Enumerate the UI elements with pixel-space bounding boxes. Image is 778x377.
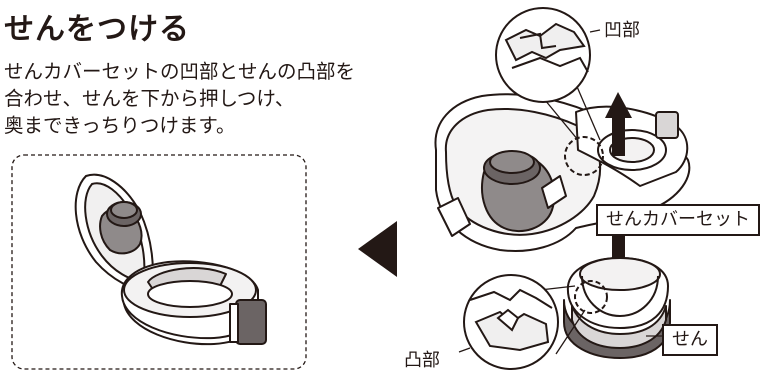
instruction-line-2: 合わせ、せんを下から押しつけ、 <box>4 87 295 110</box>
convex-zoom-detail <box>463 274 586 370</box>
instruction-text: せんカバーセットの凹部とせんの凸部を 合わせ、せんを下から押しつけ、 奥まできっ… <box>4 58 355 139</box>
step-title: せんをつける <box>4 12 190 47</box>
instruction-line-3: 奥まできっちりつけます。 <box>4 114 236 137</box>
completed-lid-illustration <box>74 173 267 346</box>
concave-zoom-detail <box>495 7 601 141</box>
completed-view-frame <box>11 154 307 370</box>
cover-set-label: せんカバーセット <box>596 204 760 236</box>
direction-arrow-icon <box>358 221 397 277</box>
plug-illustration <box>563 257 671 359</box>
concave-leader-line <box>589 29 601 33</box>
convex-leader-line <box>458 347 471 353</box>
instruction-line-1: せんカバーセットの凹部とせんの凸部を <box>4 60 356 83</box>
plug-label: せん <box>662 324 718 356</box>
convex-label: 凸部 <box>404 350 440 371</box>
concave-label: 凹部 <box>604 20 640 41</box>
push-up-arrow-icon <box>605 92 632 258</box>
